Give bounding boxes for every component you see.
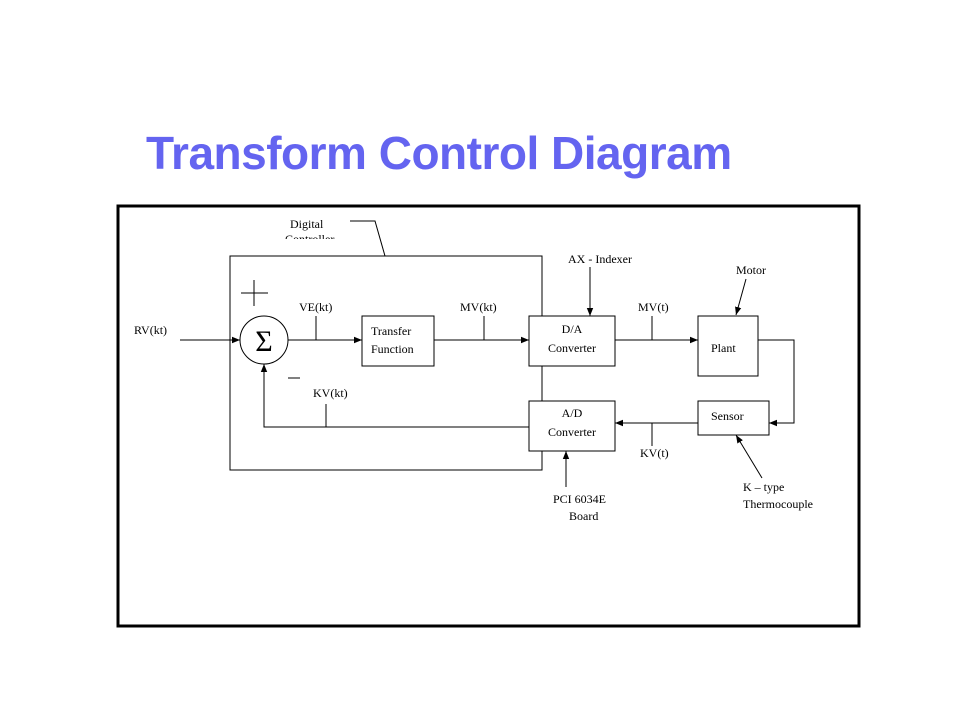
svg-text:PCI 6034E: PCI 6034E [553,492,606,506]
kv-t-label: KV(t) [640,446,669,460]
summing-junction: Σ [239,315,289,365]
svg-text:Thermocouple: Thermocouple [743,497,813,511]
digital-controller-leader [350,220,386,257]
svg-text:Controller: Controller [285,232,334,246]
diagram-frame [116,204,861,628]
plant-block: Plant [697,315,759,377]
kv-feedback-path [260,364,529,428]
svg-text:Sensor: Sensor [711,409,744,423]
svg-text:Function: Function [371,342,414,356]
svg-text:Transfer: Transfer [371,324,411,338]
sigma-symbol: Σ [255,325,272,358]
plus-sign [241,280,268,306]
plant-to-sensor-path [758,339,795,427]
thermocouple-arrow [735,434,763,479]
mv-kt-label: MV(kt) [460,300,497,314]
motor-label: Motor [736,263,766,277]
kv-kt-label: KV(kt) [313,386,348,400]
svg-text:Converter: Converter [548,425,596,439]
da-converter-block: D/A Converter [528,315,616,367]
slide-title: Transform Control Diagram [146,127,732,179]
svg-text:K – type: K – type [743,480,784,494]
rv-label: RV(kt) [134,323,167,337]
svg-text:Board: Board [569,509,598,523]
ve-label: VE(kt) [299,300,332,314]
svg-text:D/A: D/A [562,322,583,336]
ad-converter-block: A/D Converter [528,400,616,452]
pci-board-label: PCI 6034E Board [553,492,606,523]
sensor-block: Sensor [697,400,770,436]
svg-text:Converter: Converter [548,341,596,355]
motor-arrow [735,278,747,316]
svg-text:A/D: A/D [562,406,583,420]
digital-controller-label: Digital Controller [282,217,348,246]
ax-indexer-label: AX - Indexer [568,252,632,266]
svg-text:Digital: Digital [290,217,324,231]
mv-t-label: MV(t) [638,300,669,314]
thermocouple-label: K – type Thermocouple [743,480,813,511]
transfer-function-block: Transfer Function [361,315,435,367]
svg-text:Plant: Plant [711,341,736,355]
